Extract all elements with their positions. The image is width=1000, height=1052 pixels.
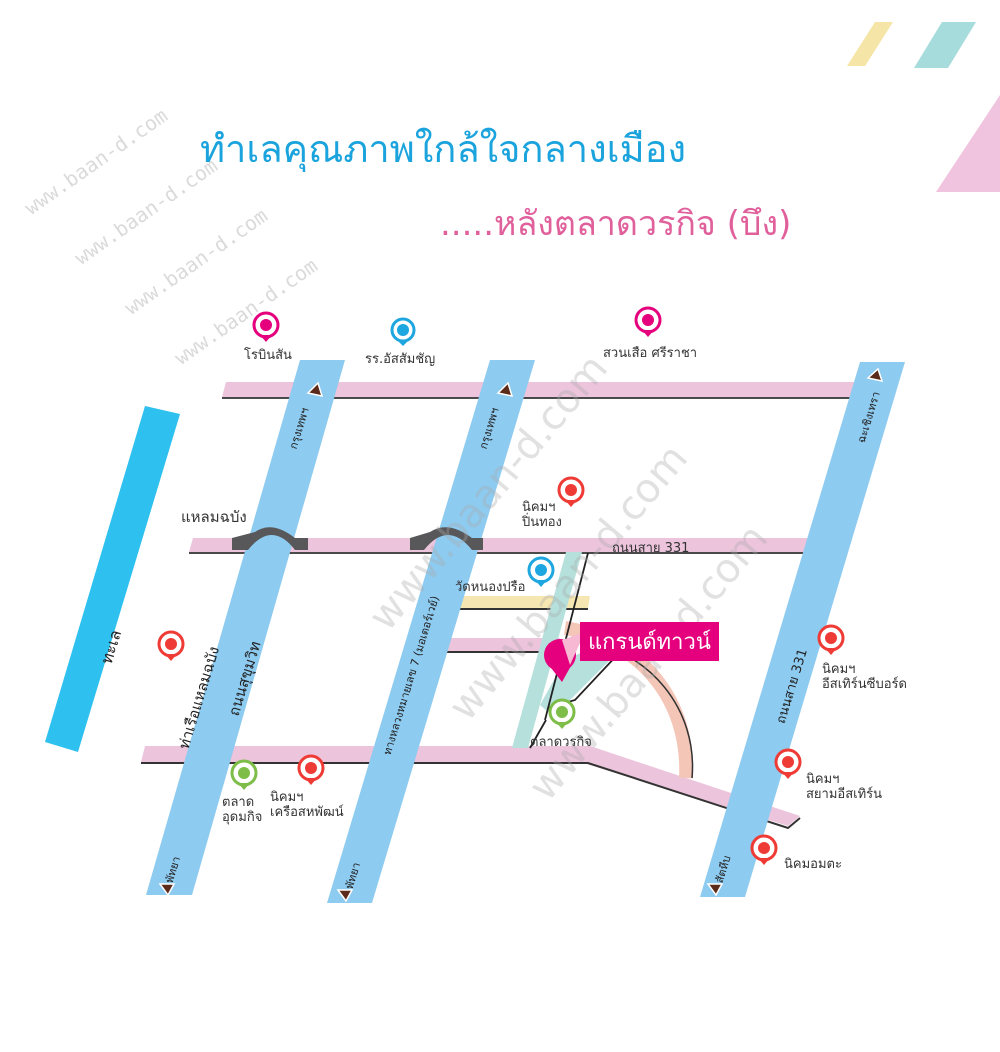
road-mid [434,638,560,653]
pin-icon-wat-nongprue [527,556,555,587]
deco-yellow-stripe [847,22,893,66]
pin-icon-laemchabang-port [157,630,185,661]
bridge-laemchabang-2 [410,527,483,550]
place-label-udomkit-market: ตลาดอุดมกิจ [222,795,263,825]
project-pin-icon [544,632,585,682]
place-label-siam-eastern: นิคมฯสยามอีสเทิร์น [806,772,883,802]
pin-icon-udomkit-market [230,759,258,790]
deco-pink-triangle [936,95,1000,192]
pin-icon-tiger-zoo [634,306,662,337]
project-label: แกรนด์ทาวน์ [580,622,719,661]
pin-icon-worakit-market [548,698,576,729]
pin-icon-eastern-seaboard [817,624,845,655]
sea [45,406,180,752]
place-label-tiger-zoo: สวนเสือ ศรีราชา [603,346,698,361]
road-bottom [141,746,801,830]
place-label-amata: นิคมอมตะ [784,857,842,872]
place-label-laemchabang: แหลมฉบัง [181,508,247,526]
place-label-assumption: รร.อัสสัมชัญ [365,352,436,367]
pin-icon-pinthong [557,476,585,507]
place-label-worakit-market: ตลาดวรกิจ [530,735,592,750]
road-label-331-horizontal: ถนนสาย 331 [612,541,690,556]
arrow-icon [158,367,884,903]
pin-icon-assumption [390,317,416,346]
page-subtitle: .....หลังตลาดวรกิจ (บึง) [440,204,792,244]
place-label-wat-nongprue: วัดหนองปรือ [455,580,526,595]
pin-icon-siam-eastern [774,748,802,779]
road-sukhumvit [146,360,345,895]
road-331-vertical [700,362,905,897]
pin-icon-saha-group [297,754,325,785]
place-label-saha-group: นิคมฯเครือสหพัฒน์ [270,790,344,820]
road-motorway [327,360,535,903]
page-title: ทำเลคุณภาพใกล้ใจกลางเมือง [200,127,687,171]
place-label-eastern-seaboard: นิคมฯอีสเทิร์นซีบอร์ด [822,662,907,692]
pin-icon-amata [750,834,778,865]
deco-teal-stripe [914,22,976,68]
place-label-robinson: โรบินสัน [244,348,292,363]
place-label-pinthong: นิคมฯปิ่นทอง [522,500,562,530]
bridge-laemchabang-1 [232,527,308,550]
pin-icon-robinson [252,311,280,342]
